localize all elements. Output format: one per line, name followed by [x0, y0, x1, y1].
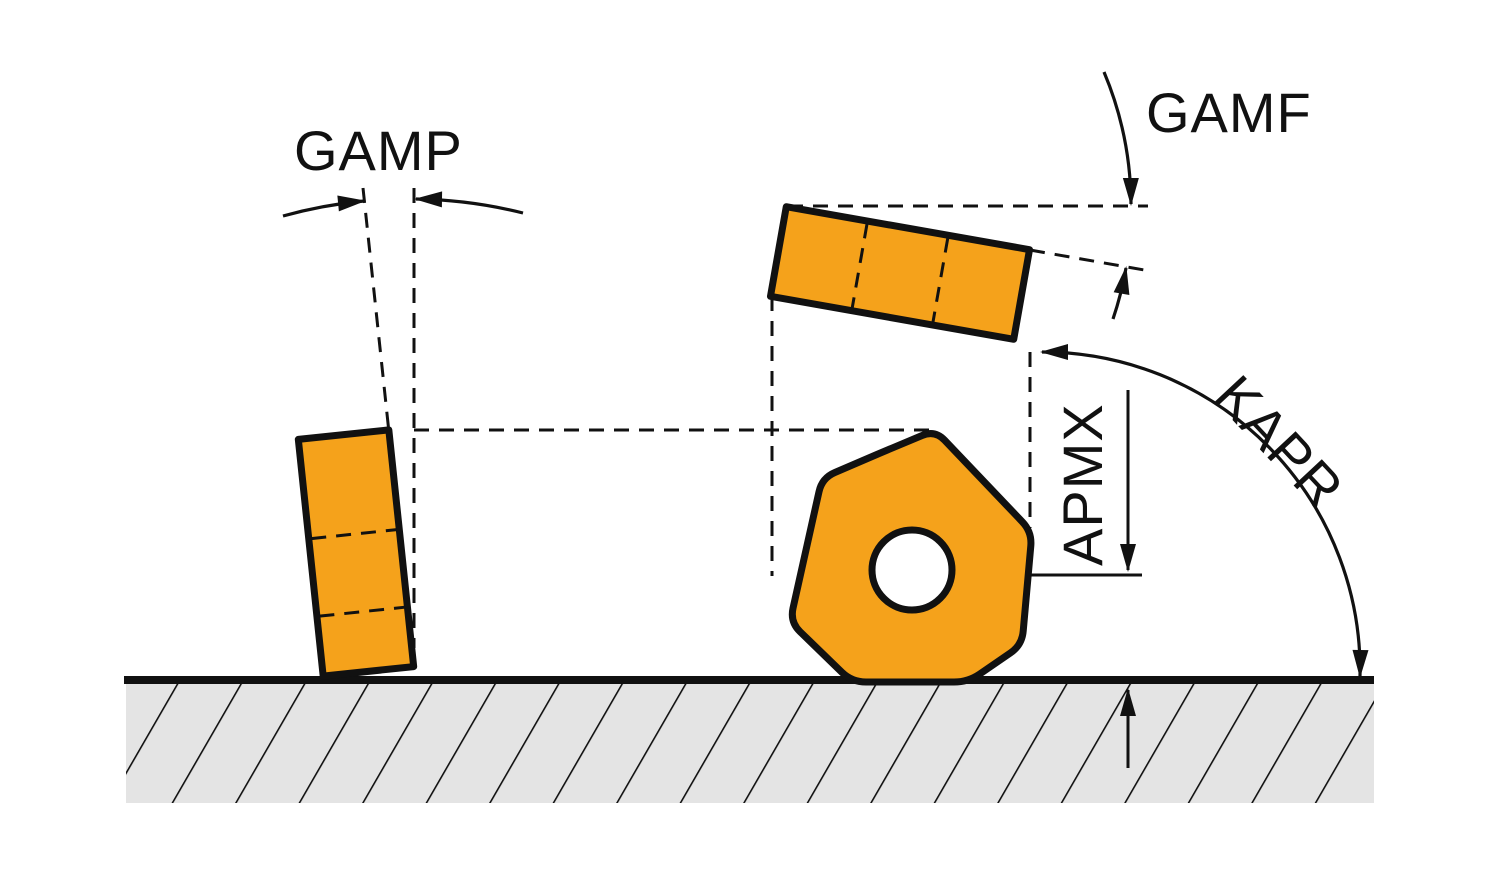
axial-rake-insert-body [766, 203, 1034, 343]
front-insert [788, 430, 1035, 686]
workpiece-hatched-area [126, 684, 1374, 803]
apmx-dimension [1030, 390, 1142, 768]
axial-insert-division-line-left [850, 223, 869, 309]
gamp-label: GAMP [294, 119, 463, 182]
gamp-insert-edge-extension-line [361, 187, 392, 443]
gamp-dimension-arc-left [282, 195, 366, 218]
gamf-dimension-arc-upper [1102, 71, 1139, 206]
axial-rake-insert [766, 203, 1034, 343]
radial-insert-division-line-lower [319, 605, 406, 618]
insert-center-hole [868, 526, 956, 614]
apmx-label: APMX [1051, 403, 1114, 566]
gamp-dimension-arc-right [414, 191, 524, 215]
radial-rake-insert [294, 426, 418, 680]
radial-insert-division-line-upper [311, 528, 397, 541]
gamf-insert-edge-extension-line [1029, 248, 1151, 273]
axial-insert-division-line-right [931, 237, 950, 323]
construction-lines [361, 187, 1151, 648]
gamf-dimension-arc-lower [1111, 266, 1130, 320]
kapr-dimension-arc [1040, 344, 1369, 678]
gamf-label: GAMF [1146, 81, 1312, 144]
